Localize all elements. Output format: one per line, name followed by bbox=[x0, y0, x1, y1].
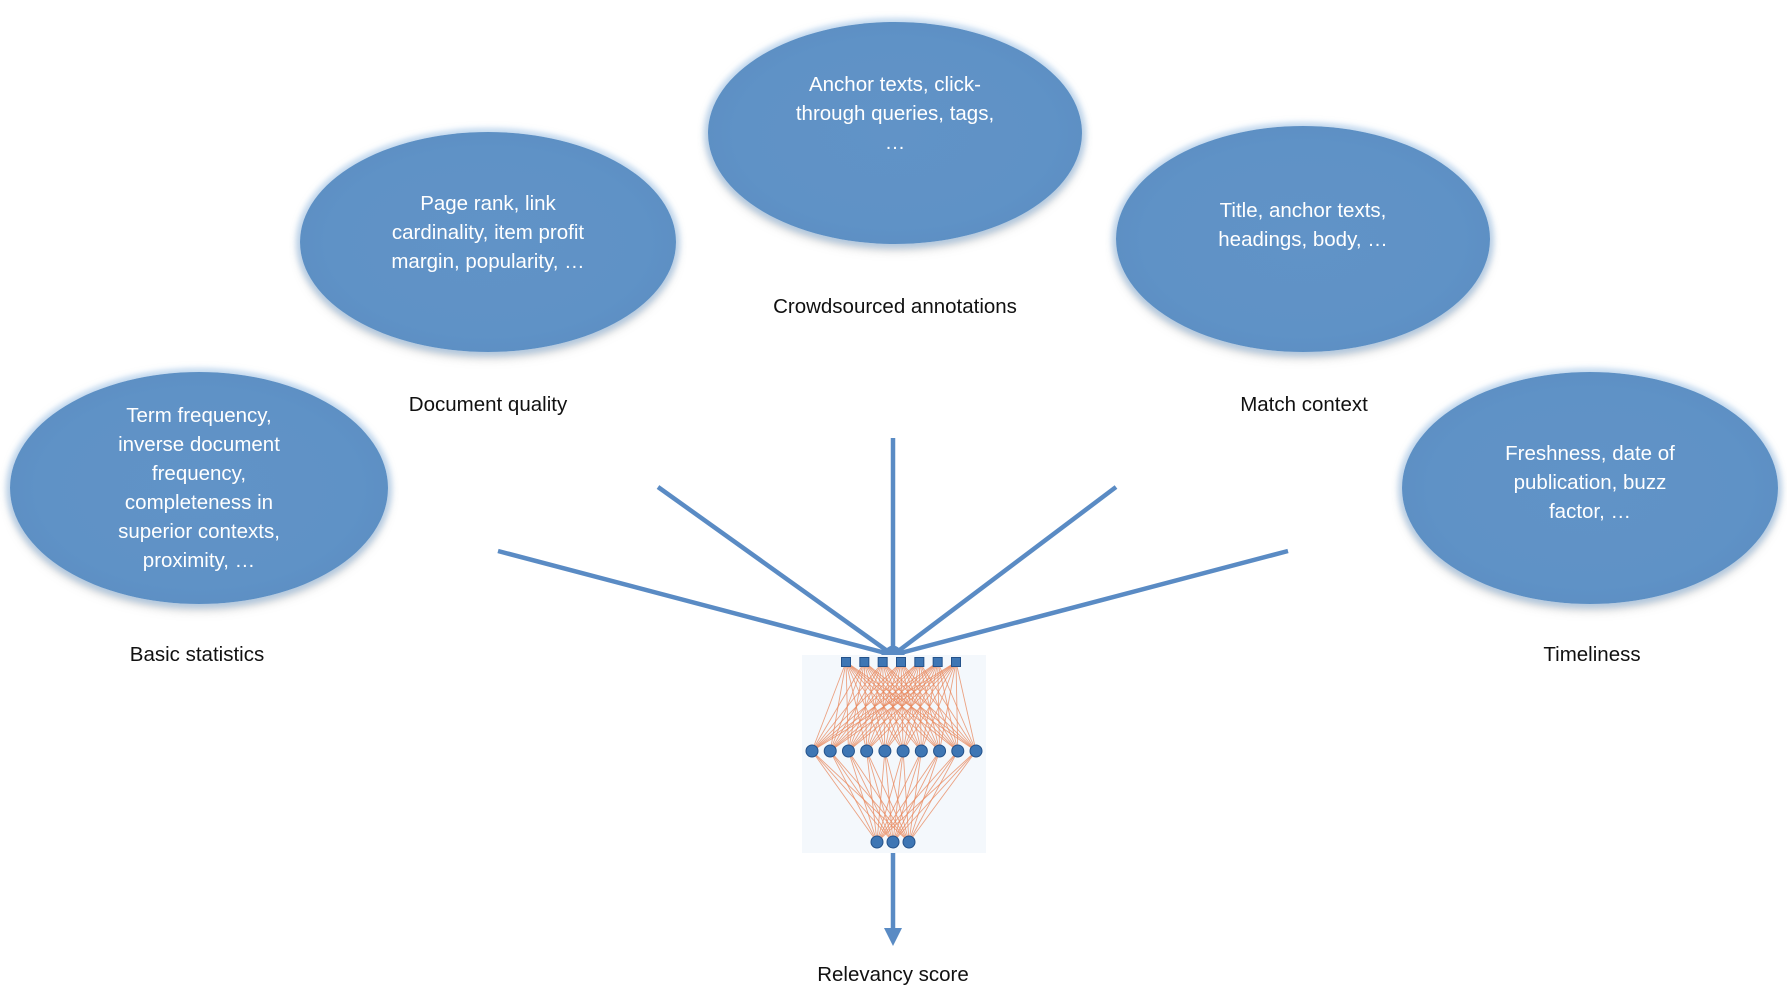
input-node bbox=[951, 657, 961, 667]
document-quality-arrow bbox=[656, 485, 895, 657]
network-edge bbox=[848, 750, 910, 843]
network-edge bbox=[811, 661, 957, 752]
timeliness-arrow bbox=[892, 548, 1289, 658]
relevancy-score-label: Relevancy score bbox=[817, 963, 969, 986]
output-arrowhead bbox=[884, 928, 902, 946]
network-edge bbox=[939, 661, 957, 752]
input-node bbox=[859, 657, 870, 667]
network-edge bbox=[876, 750, 922, 843]
hidden-node bbox=[951, 744, 965, 758]
hidden-node bbox=[823, 744, 837, 758]
hidden-node bbox=[841, 744, 855, 758]
network-edge bbox=[829, 750, 878, 843]
network-edge bbox=[866, 750, 878, 843]
network-edge bbox=[811, 750, 894, 843]
network-edge bbox=[876, 750, 886, 843]
network-edge bbox=[884, 750, 910, 843]
network-edge bbox=[811, 750, 878, 843]
network-edge bbox=[902, 661, 957, 752]
network-edge bbox=[908, 750, 940, 843]
network-edge bbox=[892, 750, 940, 843]
hidden-node bbox=[933, 744, 947, 758]
network-edge bbox=[829, 661, 957, 752]
crowdsourced-annotations-examples: Anchor texts, click- through queries, ta… bbox=[795, 72, 995, 154]
match-context-examples: Title, anchor texts, headings, body, … bbox=[1218, 199, 1388, 251]
match-context-label: Match context bbox=[1240, 393, 1368, 416]
match-context-arrow bbox=[891, 485, 1118, 657]
document-quality-ellipse: Page rank, link cardinality, item profit… bbox=[300, 132, 676, 352]
network-edges bbox=[811, 661, 977, 843]
network-edge bbox=[902, 750, 910, 843]
input-node bbox=[932, 657, 943, 667]
network-edge bbox=[920, 661, 957, 752]
timeliness-ellipse: Freshness, date of publication, buzz fac… bbox=[1402, 372, 1778, 604]
hidden-node bbox=[896, 744, 910, 758]
crowdsourced-annotations-ellipse: Anchor texts, click- through queries, ta… bbox=[708, 22, 1082, 244]
network-edge bbox=[811, 661, 938, 752]
network-edge bbox=[892, 750, 922, 843]
network-edge bbox=[876, 750, 904, 843]
timeliness-label: Timeliness bbox=[1543, 643, 1641, 666]
network-edge bbox=[955, 661, 959, 752]
network-edge bbox=[848, 661, 957, 752]
basic-statistics-arrow bbox=[497, 548, 894, 658]
arrow-hub-cap bbox=[880, 645, 906, 657]
network-edge bbox=[811, 661, 884, 752]
output-node bbox=[870, 835, 884, 849]
network-edge bbox=[908, 750, 922, 843]
network-edge bbox=[908, 750, 977, 843]
hidden-node bbox=[860, 744, 874, 758]
network-edge bbox=[876, 750, 959, 843]
network-edge bbox=[892, 750, 904, 843]
document-quality-examples: Page rank, link cardinality, item profit… bbox=[391, 191, 585, 273]
basic-statistics-ellipse: Term frequency, inverse document frequen… bbox=[10, 372, 388, 604]
input-node bbox=[896, 657, 906, 667]
timeliness-examples: Freshness, date of publication, buzz fac… bbox=[1505, 441, 1675, 523]
network-edge bbox=[892, 750, 959, 843]
crowdsourced-annotations-label: Crowdsourced annotations bbox=[773, 295, 1017, 318]
network-edge bbox=[908, 750, 959, 843]
network-edge bbox=[829, 750, 910, 843]
network-edge bbox=[866, 661, 957, 752]
network-edge bbox=[876, 750, 940, 843]
network-edge bbox=[876, 750, 977, 843]
network-edge bbox=[848, 750, 894, 843]
network-edge bbox=[866, 750, 910, 843]
hidden-node bbox=[969, 744, 983, 758]
basic-statistics-examples: Term frequency, inverse document frequen… bbox=[118, 404, 280, 572]
output-node bbox=[886, 835, 900, 849]
input-node bbox=[914, 657, 925, 667]
output-node bbox=[902, 835, 916, 849]
basic-statistics-label: Basic statistics bbox=[129, 643, 265, 666]
network-nodes bbox=[805, 657, 983, 849]
network-edge bbox=[866, 750, 894, 843]
network-edge bbox=[811, 661, 847, 752]
match-context-ellipse: Title, anchor texts, headings, body, … bbox=[1116, 126, 1490, 352]
network-edge bbox=[811, 661, 920, 752]
hidden-node bbox=[805, 744, 819, 758]
input-node bbox=[877, 657, 888, 667]
network-edge bbox=[811, 750, 910, 843]
network-edge bbox=[892, 750, 977, 843]
hidden-node bbox=[914, 744, 928, 758]
network-edge bbox=[811, 661, 865, 752]
network-edge bbox=[884, 661, 957, 752]
document-quality-label: Document quality bbox=[408, 393, 568, 416]
input-node bbox=[841, 657, 851, 667]
hidden-node bbox=[878, 744, 892, 758]
network-edge bbox=[811, 661, 902, 752]
network-edge bbox=[829, 750, 894, 843]
network-edge bbox=[848, 750, 878, 843]
network-edge bbox=[955, 661, 977, 752]
network-edge bbox=[884, 750, 894, 843]
